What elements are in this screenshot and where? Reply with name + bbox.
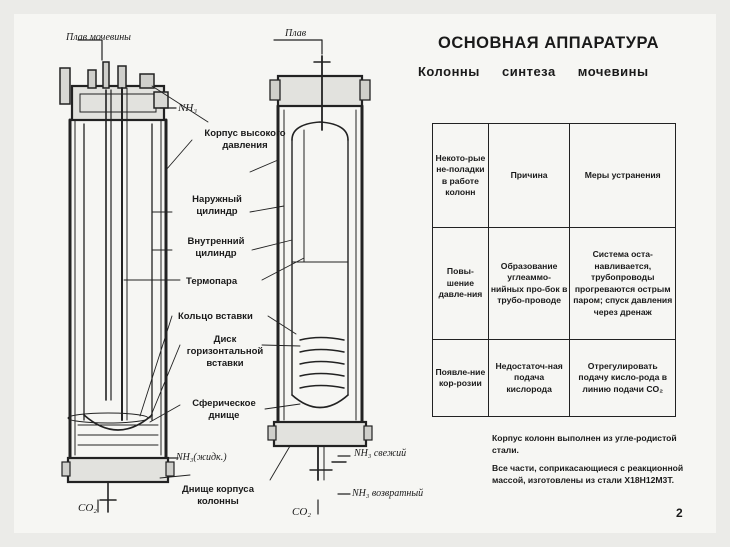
left-column <box>59 61 175 513</box>
header-cell-remedy: Меры устранения <box>569 123 676 228</box>
nh3-fresh-label: NH₃ свежий <box>354 448 407 459</box>
inner-cylinder-label: Внутренний цилиндр <box>187 236 245 259</box>
table-cell: Образование углеаммо-нийных про-бок в тр… <box>487 227 571 340</box>
thermocouple-label: Термопара <box>186 276 238 287</box>
table-cell: Недостаточ-ная подача кислорода <box>487 339 571 417</box>
spherical-bottom-label: Сферическое днище <box>192 398 256 421</box>
nh3-liquid-label: NH₃(жидк.) <box>176 452 227 463</box>
table-cell: Повы-шение давле-ния <box>432 227 489 340</box>
table-header-row: Некото-рые не-поладки в работе колонн Пр… <box>432 123 676 228</box>
nh3-top-label: NH₃ <box>178 102 198 114</box>
bottom-label: Днище корпуса колонны <box>182 484 254 507</box>
table-cell: Система оста-навливается, трубопроводы п… <box>569 227 676 340</box>
table-cell: Появле-ние кор-розии <box>432 339 489 417</box>
co2-right-label: CO₂ <box>292 506 312 518</box>
leader-lines <box>123 85 305 481</box>
nh3-return-label: NH₃ возвратный <box>352 488 424 499</box>
table-row: Повы-шение давле-ния Образование углеамм… <box>432 227 676 340</box>
table-row: Появле-ние кор-розии Недостаточ-ная пода… <box>432 339 676 417</box>
page-subtitle: Колонны синтеза мочевины <box>418 64 649 79</box>
header-cell-cause: Причина <box>487 123 571 228</box>
melt-label-right: Плав <box>285 28 307 39</box>
co2-left-label: CO₂ <box>78 502 98 514</box>
outer-cylinder-label: Наружный цилиндр <box>192 194 242 217</box>
page-title: ОСНОВНАЯ АППАРАТУРА <box>438 34 659 52</box>
insert-ring-label: Кольцо вставки <box>178 311 253 322</box>
note-material: Корпус колонн выполнен из угле-родистой … <box>492 433 677 455</box>
page-number: 2 <box>676 506 683 520</box>
melt-label-left: Плав мочевины <box>66 32 131 43</box>
housing-label: Корпус высокого давления <box>204 128 286 151</box>
disk-label: Диск горизонтальной вставки <box>186 334 264 369</box>
flow-arrows <box>77 39 351 515</box>
right-column <box>267 55 373 481</box>
table-cell: Отрегулировать подачу кисло-рода в линию… <box>569 339 676 417</box>
malfunctions-table: Некото-рые не-поладки в работе колонн Пр… <box>432 123 676 417</box>
note-steel: Все части, соприкасающиеся с реакционной… <box>492 463 684 485</box>
header-cell-malfunction: Некото-рые не-поладки в работе колонн <box>432 123 489 228</box>
